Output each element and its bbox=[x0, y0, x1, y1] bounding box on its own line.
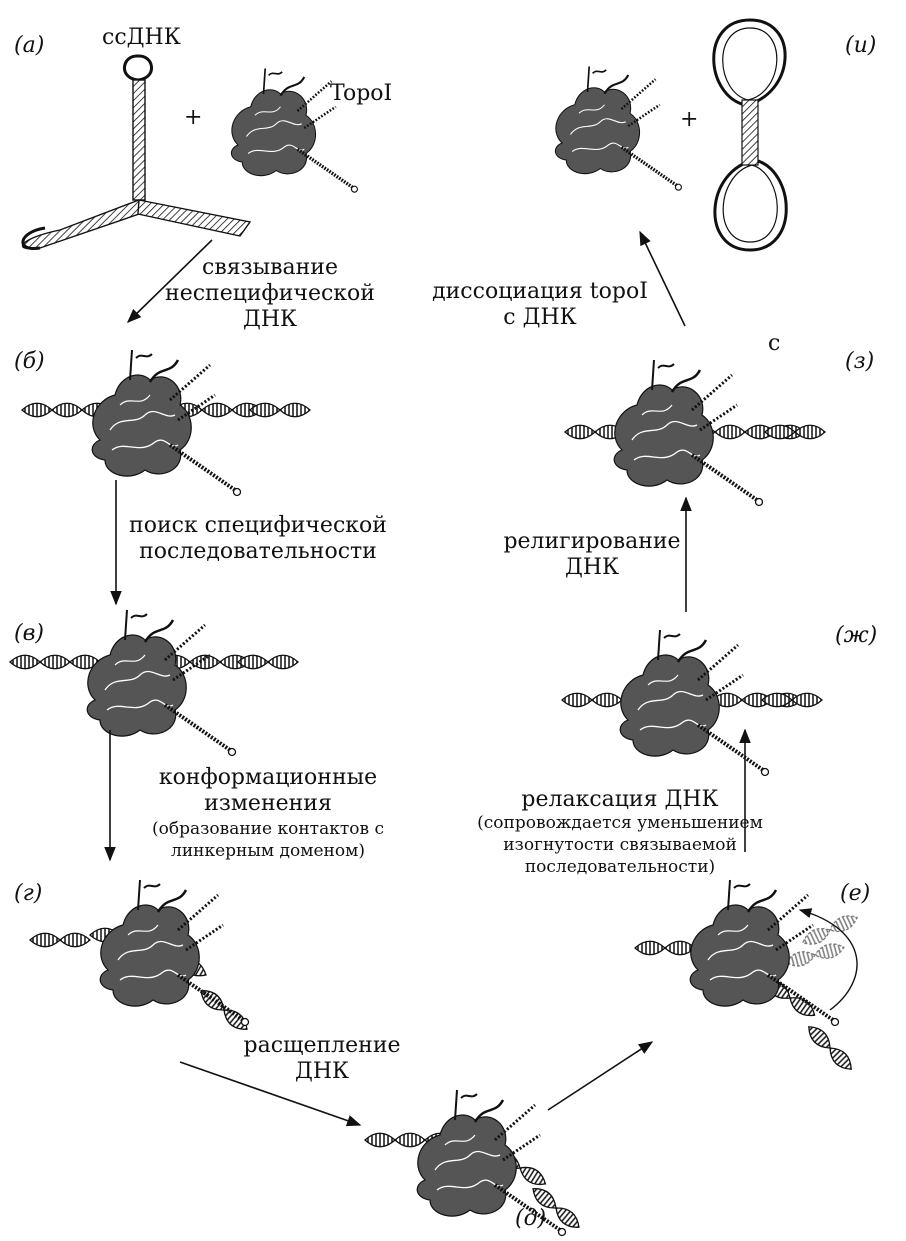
label-z: (з) bbox=[845, 349, 874, 374]
label-a: (а) bbox=[14, 33, 44, 58]
plus-sign-right: + bbox=[680, 107, 698, 132]
svg-text:(образование контактов с: (образование контактов с bbox=[152, 819, 384, 839]
topoI-protein-i bbox=[555, 67, 681, 191]
svg-text:конформационные: конформационные bbox=[159, 765, 377, 790]
caption-binding: связывание неспецифической ДНК bbox=[165, 255, 375, 332]
label-e: (е) bbox=[840, 881, 870, 906]
caption-dissociation: диссоциация topoI с ДНК bbox=[432, 279, 648, 330]
svg-text:линкерным доменом): линкерным доменом) bbox=[171, 841, 365, 861]
svg-text:поиск специфической: поиск специфической bbox=[129, 513, 387, 538]
svg-text:изогнутости связываемой: изогнутости связываемой bbox=[503, 835, 737, 855]
relaxed-dna-figure8 bbox=[714, 20, 787, 250]
label-v: (в) bbox=[14, 621, 44, 646]
topoI-protein-b bbox=[92, 350, 240, 496]
plus-sign-left: + bbox=[184, 105, 202, 130]
caption-relaxation: релаксация ДНК (сопровождается уменьшени… bbox=[477, 787, 763, 877]
svg-text:с ДНК: с ДНК bbox=[503, 305, 576, 330]
topoI-protein-e bbox=[690, 880, 838, 1026]
svg-text:диссоциация topoI: диссоциация topoI bbox=[432, 279, 648, 304]
svg-text:изменения: изменения bbox=[204, 791, 332, 816]
label-d: (д) bbox=[515, 1206, 546, 1231]
arrow-d-to-e bbox=[548, 1042, 652, 1110]
svg-text:релаксация ДНК: релаксация ДНК bbox=[521, 787, 718, 812]
caption-cleavage: расщепление ДНК bbox=[244, 1033, 401, 1084]
svg-text:ДНК: ДНК bbox=[243, 307, 297, 332]
stray-letter-c: с bbox=[768, 331, 780, 356]
svg-text:последовательности: последовательности bbox=[139, 539, 377, 564]
svg-text:неспецифической: неспецифической bbox=[165, 281, 375, 306]
svg-text:связывание: связывание bbox=[202, 255, 338, 280]
svg-text:ДНК: ДНК bbox=[565, 555, 619, 580]
svg-text:ДНК: ДНК bbox=[295, 1059, 349, 1084]
svg-text:последовательности): последовательности) bbox=[525, 857, 715, 877]
label-zh: (ж) bbox=[835, 623, 877, 648]
svg-text:религирование: религирование bbox=[503, 529, 680, 554]
svg-text:(сопровождается уменьшением: (сопровождается уменьшением bbox=[477, 813, 763, 833]
caption-search: поиск специфической последовательности bbox=[129, 513, 387, 564]
label-i: (и) bbox=[845, 33, 876, 58]
label-g: (г) bbox=[14, 881, 42, 906]
topoI-label: TopoI bbox=[330, 81, 392, 106]
ssdna-structure bbox=[23, 56, 250, 249]
caption-religation: религирование ДНК bbox=[503, 529, 680, 580]
topoI-protein-g bbox=[100, 880, 248, 1026]
ssdna-label: ссДНК bbox=[102, 25, 181, 50]
svg-text:расщепление: расщепление bbox=[244, 1033, 401, 1058]
caption-conformation: конформационные изменения (образование к… bbox=[152, 765, 384, 861]
label-b: (б) bbox=[14, 349, 45, 374]
